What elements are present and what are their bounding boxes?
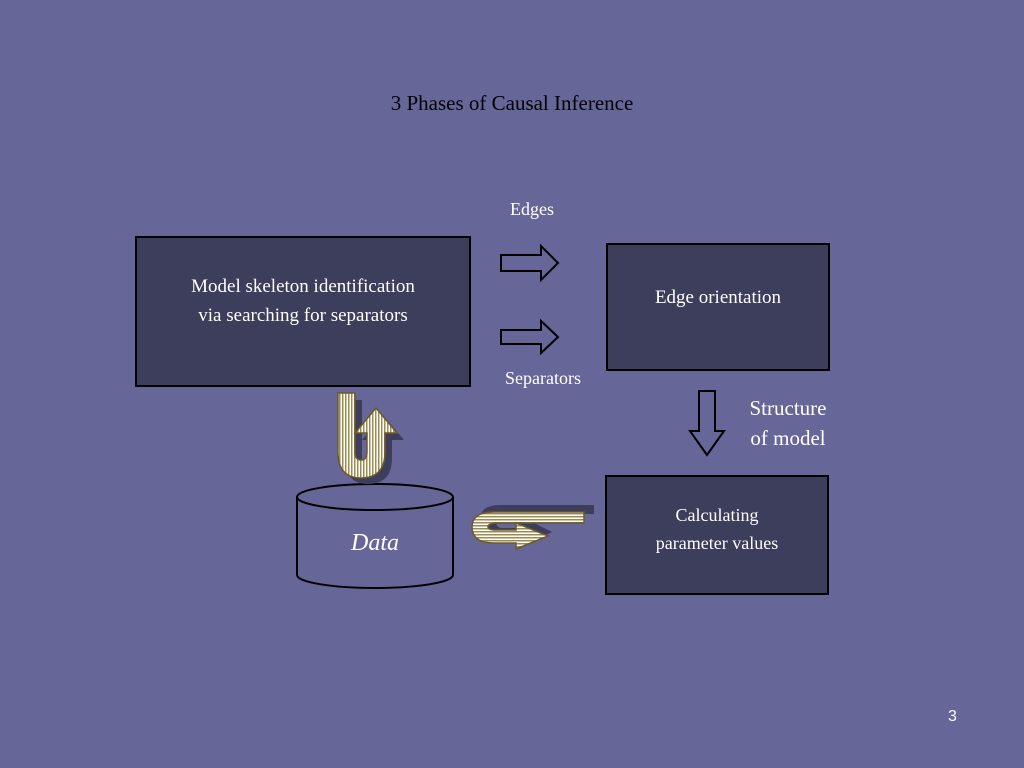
- calc-box-line1: Calculating: [675, 505, 759, 525]
- structure-arrow-icon: [688, 390, 726, 457]
- skeleton-identification-box: Model skeleton identification via search…: [135, 236, 471, 387]
- slide-title: 3 Phases of Causal Inference: [390, 91, 634, 115]
- parameter-calculation-box: Calculating parameter values: [605, 475, 829, 595]
- structure-label-line2: of model: [750, 426, 826, 450]
- edge-orientation-box: Edge orientation: [606, 243, 830, 371]
- edges-label: Edges: [510, 199, 554, 219]
- page-number: 3: [948, 708, 957, 725]
- skeleton-box-line1: Model skeleton identification: [191, 276, 415, 297]
- separators-arrow-icon: [500, 318, 560, 356]
- data-loop-arrow-icon: [337, 392, 404, 484]
- separators-label: Separators: [505, 368, 581, 388]
- edges-arrow-icon: [500, 243, 560, 283]
- skeleton-box-line2: via searching for separators: [198, 305, 408, 326]
- calc-box-line2: parameter values: [655, 533, 779, 553]
- data-cylinder-icon: [296, 483, 454, 589]
- return-arrow-icon: [471, 505, 594, 551]
- data-label: Data: [351, 530, 399, 556]
- structure-of-model-label: Structure of model: [728, 393, 848, 453]
- orientation-box-label: Edge orientation: [654, 287, 782, 308]
- structure-label-line1: Structure: [749, 396, 827, 420]
